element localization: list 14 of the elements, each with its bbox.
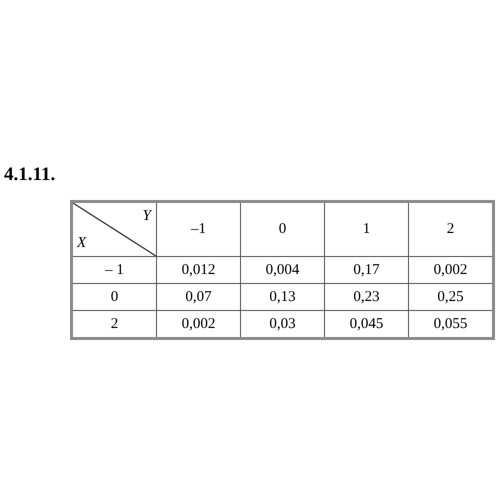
probability-value: 0,23 [324, 284, 408, 310]
row-variable-label: X [77, 235, 86, 252]
row-header: – 1 [72, 256, 156, 284]
probability-value: 0,004 [240, 256, 324, 284]
row-header: 0 [72, 284, 156, 310]
probability-value: 0,17 [324, 256, 408, 284]
column-variable-label: Y [142, 208, 151, 225]
probability-value: 0,07 [156, 284, 240, 310]
probability-value: 0,012 [156, 256, 240, 284]
column-header: –1 [156, 202, 240, 256]
column-header: 0 [240, 202, 324, 256]
probability-value: 0,13 [240, 284, 324, 310]
problem-number: 4.1.11. [4, 164, 56, 186]
column-header: 1 [324, 202, 408, 256]
